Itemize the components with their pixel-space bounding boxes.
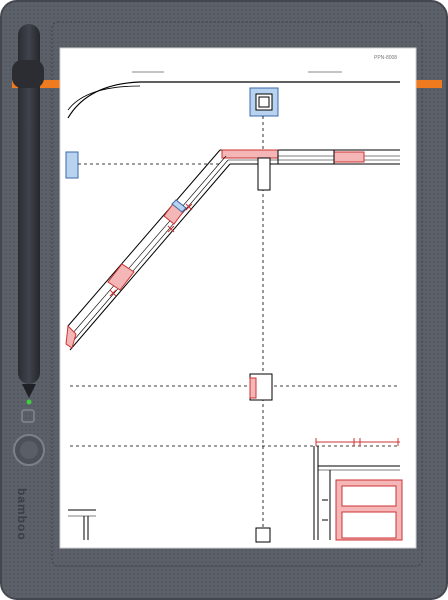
status-light [26, 399, 32, 405]
paper-sheet [59, 47, 417, 549]
floor-plan-drawing [65, 71, 403, 543]
power-button-icon[interactable] [13, 434, 45, 466]
paper-corner-label: PPN-8008 [374, 55, 398, 61]
pen-icon[interactable] [12, 24, 44, 398]
pen-clip-icon [21, 409, 35, 423]
brand-logo: bamboo [15, 488, 29, 541]
